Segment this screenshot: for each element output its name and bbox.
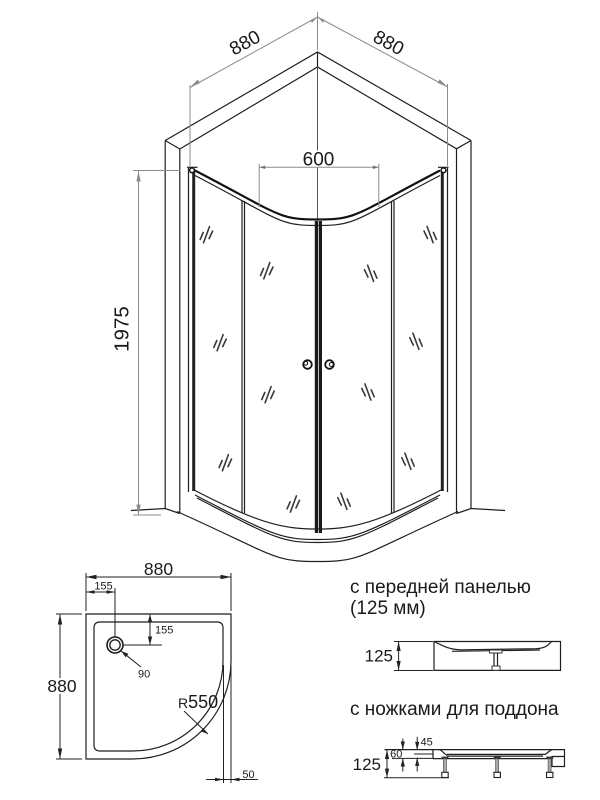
svg-text:1975: 1975 [111, 306, 134, 352]
svg-text:60: 60 [390, 749, 402, 761]
svg-text:125: 125 [353, 755, 381, 774]
svg-text:155: 155 [94, 581, 112, 593]
svg-text:с ножками для поддона: с ножками для поддона [350, 699, 559, 720]
svg-text:(125 мм): (125 мм) [350, 598, 426, 619]
svg-text:155: 155 [155, 625, 173, 637]
svg-text:600: 600 [303, 150, 335, 171]
svg-text:125: 125 [365, 647, 393, 666]
svg-text:880: 880 [144, 559, 173, 579]
svg-text:45: 45 [421, 736, 433, 748]
svg-text:R550: R550 [178, 692, 218, 712]
svg-text:880: 880 [47, 676, 76, 696]
svg-text:50: 50 [242, 769, 254, 781]
svg-text:с передней панелью: с передней панелью [350, 577, 531, 598]
svg-text:90: 90 [138, 669, 150, 681]
